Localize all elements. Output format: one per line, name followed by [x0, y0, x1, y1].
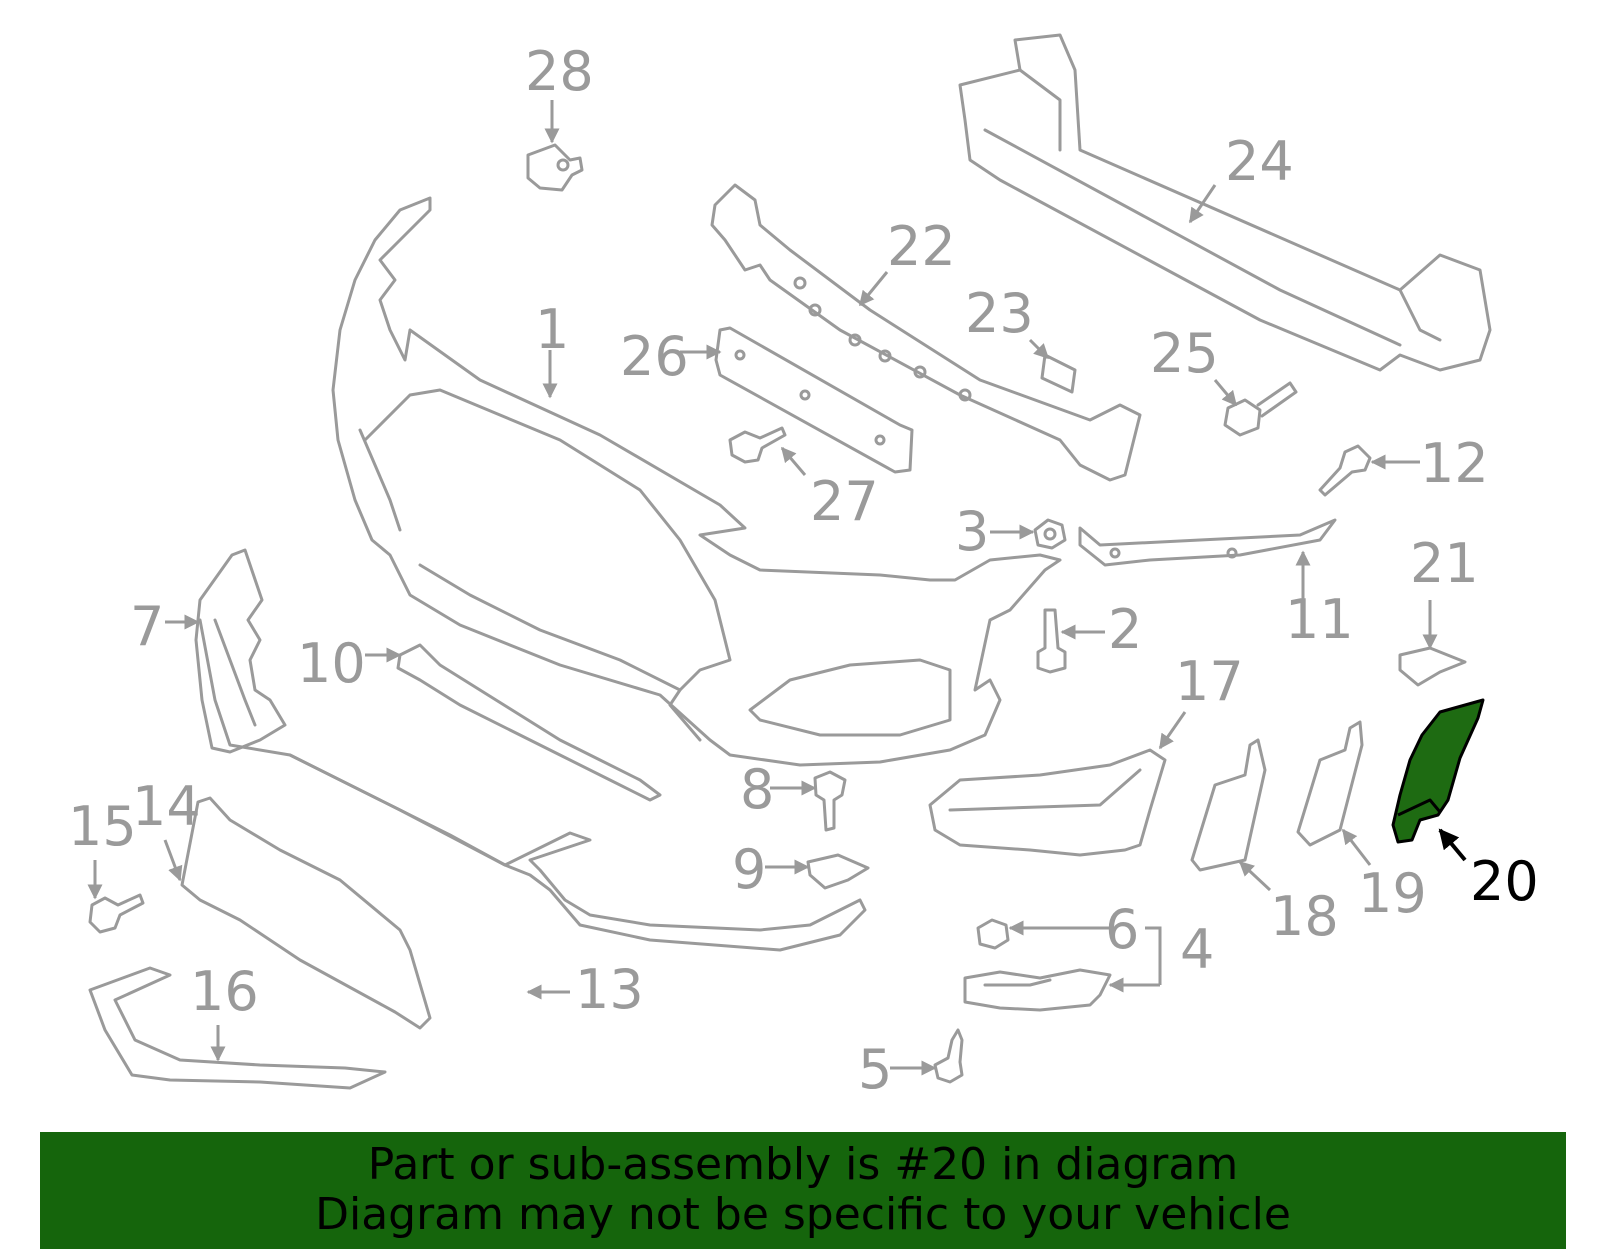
part-11-bracket: [1078, 518, 1337, 567]
part-22-absorber: [710, 183, 1142, 482]
callout-arrow-17: [1158, 711, 1187, 750]
part-24-reinforcement-beam: [958, 33, 1492, 372]
part-1-bumper-cover: [331, 196, 1062, 767]
callout-21: 21: [1410, 532, 1479, 595]
callout-20-highlighted: 20: [1470, 850, 1539, 913]
callout-11: 11: [1285, 588, 1354, 651]
callout-28: 28: [525, 40, 594, 103]
callout-arrow-19: [1341, 828, 1372, 866]
callout-bracket-4: [1145, 926, 1162, 985]
part-9-clip: [806, 853, 870, 890]
part-19-bracket: [1296, 720, 1364, 847]
callout-7: 7: [130, 595, 164, 658]
callout-arrow-23: [1028, 338, 1050, 360]
callout-22: 22: [887, 215, 956, 278]
callout-5: 5: [858, 1038, 892, 1101]
part-25-bolt: [1223, 381, 1298, 437]
callout-arrow-14: [163, 839, 183, 882]
part-12-screw: [1318, 444, 1372, 497]
part-6-nut: [976, 918, 1010, 950]
part-23-pad: [1040, 353, 1077, 394]
callout-16: 16: [190, 960, 259, 1023]
callout-arrow-24: [1188, 184, 1217, 224]
part-8-screw: [813, 770, 847, 832]
callout-17: 17: [1175, 650, 1244, 713]
callout-25: 25: [1150, 322, 1219, 385]
part-2-bolt: [1036, 608, 1067, 674]
part-18-bracket: [1190, 738, 1267, 872]
callout-arrow-27: [780, 446, 807, 476]
callout-8: 8: [740, 758, 774, 821]
callout-18: 18: [1270, 885, 1339, 948]
callout-3: 3: [955, 500, 989, 563]
part-3-nut: [1033, 518, 1067, 550]
info-banner: Part or sub-assembly is #20 in diagram D…: [40, 1132, 1566, 1249]
callout-arrow-22: [858, 271, 889, 307]
callout-27: 27: [810, 470, 879, 533]
part-21-clip: [1398, 646, 1467, 687]
callout-arrow-25: [1213, 379, 1238, 407]
part-14-lower-strip: [180, 796, 432, 1030]
callout-24: 24: [1225, 130, 1294, 193]
part-4-bracket: [963, 968, 1112, 1012]
callout-arrow-18: [1238, 860, 1272, 892]
part-20-deflector-highlighted: [1391, 698, 1485, 844]
callout-12: 12: [1420, 432, 1489, 495]
banner-line-2: Diagram may not be specific to your vehi…: [315, 1189, 1291, 1240]
banner-line-1: Part or sub-assembly is #20 in diagram: [367, 1139, 1239, 1190]
callout-14: 14: [132, 775, 201, 838]
callout-13: 13: [575, 958, 644, 1021]
part-26-bracket: [714, 326, 914, 474]
part-15-screw: [88, 893, 145, 934]
callout-1: 1: [535, 298, 569, 361]
part-27-screw: [728, 426, 787, 464]
callout-15: 15: [68, 795, 137, 858]
callout-23: 23: [965, 282, 1034, 345]
part-7-side-trim: [194, 548, 287, 754]
part-13-lower-valance: [198, 618, 867, 952]
callout-6: 6: [1105, 898, 1139, 961]
callout-10: 10: [297, 632, 366, 695]
part-28-clip: [526, 143, 584, 192]
callout-4: 4: [1180, 918, 1214, 981]
part-16-chrome-trim: [88, 966, 387, 1090]
callout-19: 19: [1358, 862, 1427, 925]
callout-26: 26: [620, 325, 689, 388]
callout-arrow-20: [1438, 828, 1467, 862]
part-17-fog-bezel: [928, 748, 1167, 857]
part-10-strip: [396, 643, 662, 802]
part-5-screw: [933, 1028, 964, 1084]
callout-9: 9: [732, 838, 766, 901]
callout-2: 2: [1108, 598, 1142, 661]
